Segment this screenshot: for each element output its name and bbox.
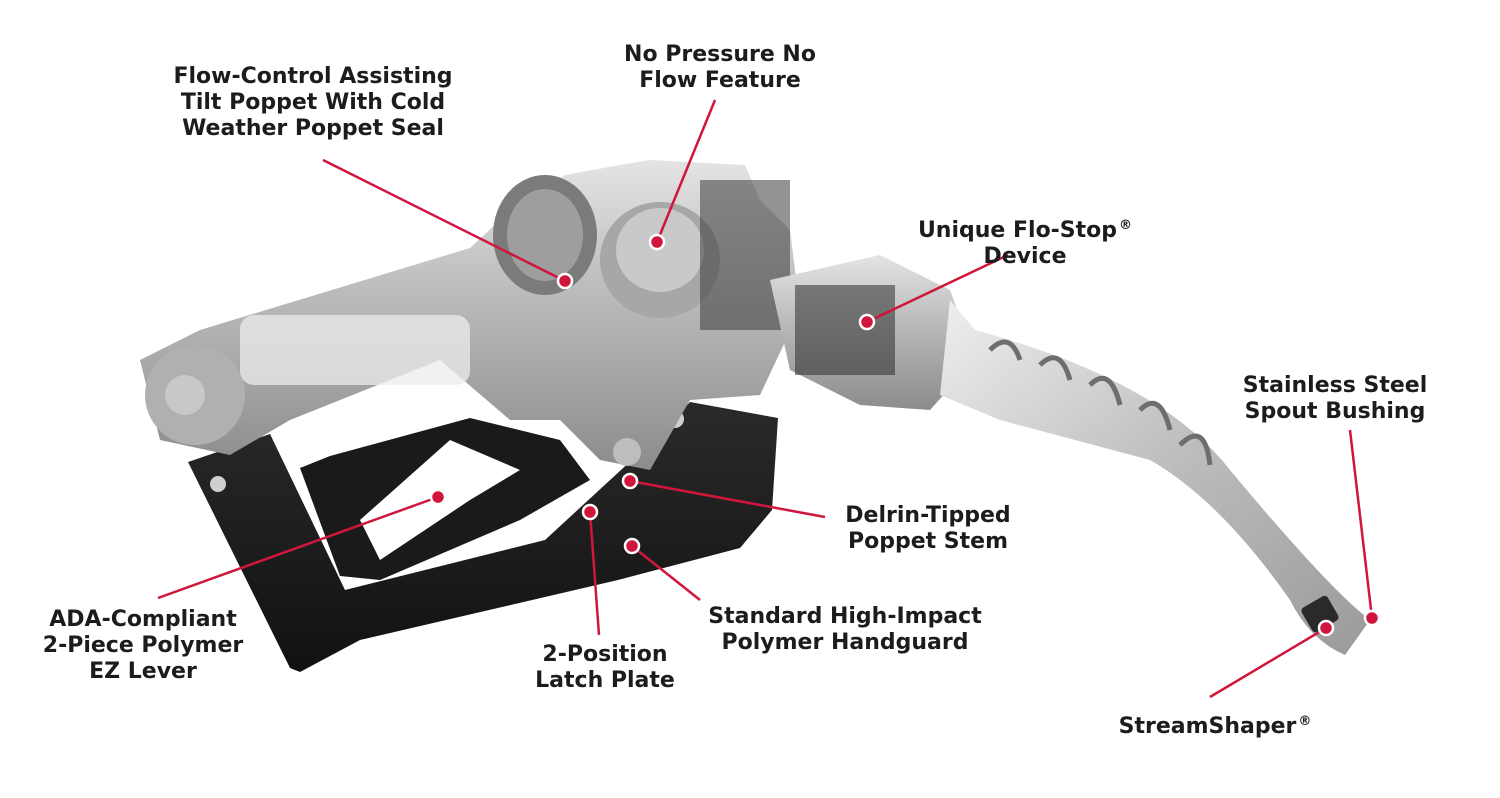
dot-ez-lever <box>429 488 447 506</box>
leader-flo-stop <box>866 253 1009 324</box>
dot-handguard <box>623 537 641 555</box>
leader-streamshaper <box>1209 626 1327 699</box>
dot-flow-control <box>556 272 574 290</box>
dot-streamshaper <box>1317 619 1335 637</box>
dot-no-pressure <box>648 233 666 251</box>
dot-flo-stop <box>858 313 876 331</box>
leader-handguard <box>631 545 701 601</box>
dot-spout-bushing <box>1363 609 1381 627</box>
spout-assembly <box>770 255 1370 655</box>
nozzle-body <box>140 160 800 470</box>
leader-delrin <box>629 479 826 519</box>
leader-no-pressure <box>655 99 717 243</box>
dot-latch-plate <box>581 503 599 521</box>
label-streamshaper: StreamShaper® <box>1118 714 1312 739</box>
label-no-pressure: No Pressure No Flow Feature <box>624 42 816 93</box>
leader-lines <box>157 99 1374 699</box>
dot-delrin <box>621 472 639 490</box>
label-latch-plate: 2-Position Latch Plate <box>535 642 675 693</box>
leader-latch-plate <box>588 511 601 636</box>
label-handguard: Standard High-Impact Polymer Handguard <box>708 604 982 655</box>
label-delrin: Delrin-Tipped Poppet Stem <box>845 503 1011 554</box>
leader-spout-bushing <box>1348 429 1374 619</box>
callout-dots <box>429 233 1381 637</box>
handguard-screw <box>210 476 226 492</box>
label-spout-bushing: Stainless Steel Spout Bushing <box>1242 373 1428 424</box>
label-ez-lever: ADA-Compliant 2-Piece Polymer EZ Lever <box>42 607 244 684</box>
label-flow-control: Flow-Control Assisting Tilt Poppet With … <box>173 64 453 141</box>
leader-ez-lever <box>157 495 439 600</box>
leader-flow-control <box>322 158 566 283</box>
label-flo-stop: Unique Flo-Stop® Device <box>917 218 1133 269</box>
